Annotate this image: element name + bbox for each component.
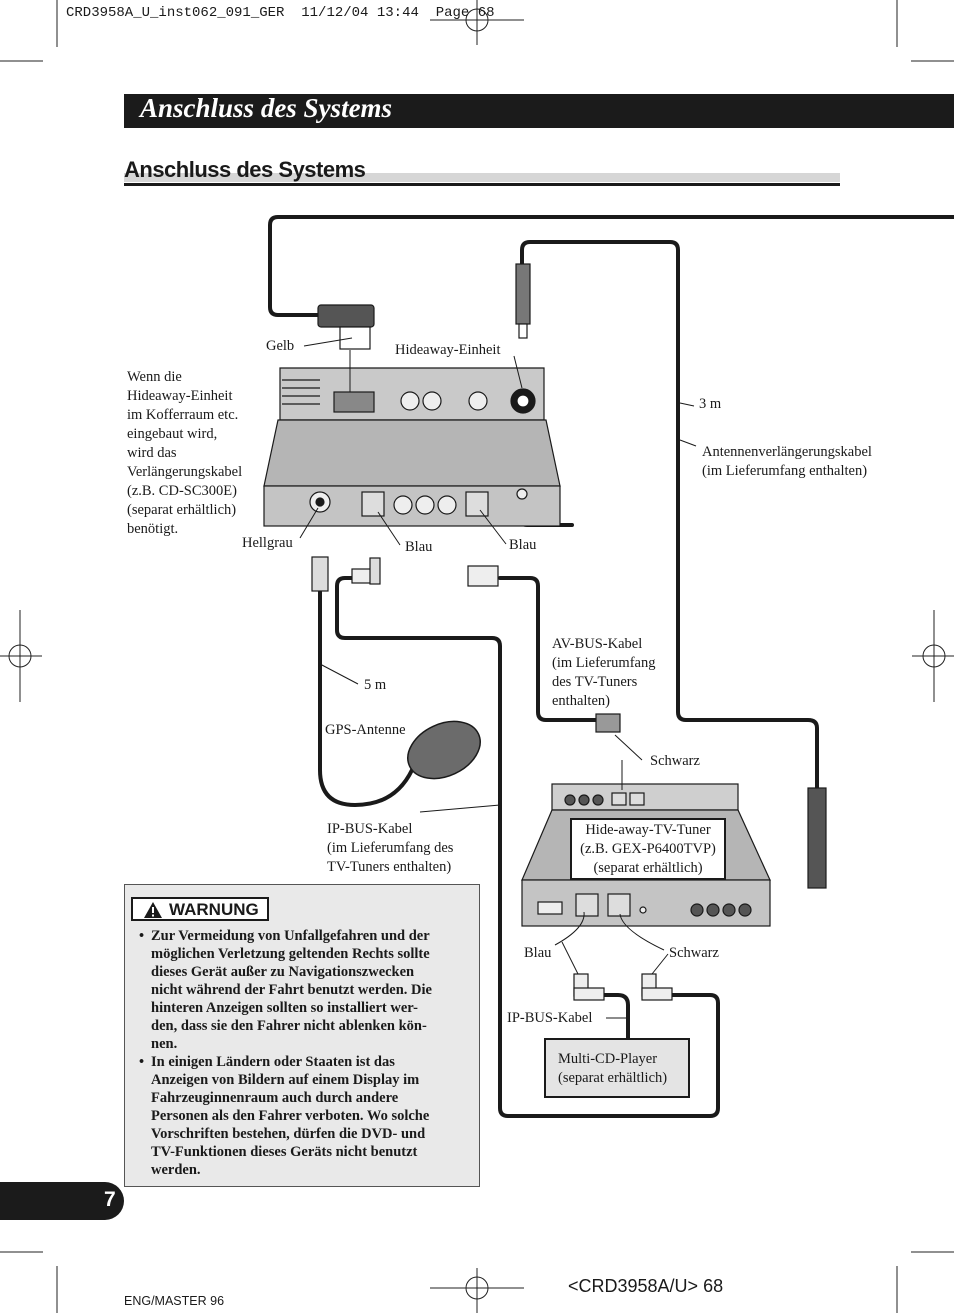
label-gelb: Gelb: [266, 338, 295, 354]
tv-tuner-label-box: Hide-away-TV-Tuner (z.B. GEX-P6400TVP) (…: [570, 818, 726, 880]
warning-line: dieses Gerät außer zu Navigationszwecken: [151, 964, 415, 980]
page-number: 7: [104, 1188, 116, 1211]
warning-line: hinteren Anzeigen sollten so installiert…: [151, 1000, 419, 1016]
label-schwarz-2: Schwarz: [669, 945, 719, 961]
antenna-ext-line: (im Lieferumfang enthalten): [702, 463, 868, 479]
hideaway-unit: [263, 367, 561, 527]
avbus-cable: [498, 576, 598, 722]
warning-heading: WARNUNG: [169, 900, 259, 919]
ipbus-line: IP-BUS-Kabel: [327, 821, 413, 837]
warning-line: Anzeigen von Bildern auf einem Display i…: [151, 1072, 420, 1088]
warning-line: möglichen Verletzung geltenden Rechts so…: [151, 946, 430, 962]
warning-line: In einigen Ländern oder Staaten ist das: [151, 1054, 395, 1070]
section-bar: [124, 173, 840, 182]
yellow-connector: [317, 304, 375, 328]
antenna-extension-cable: [520, 240, 819, 792]
footer-right: <CRD3958A/U> 68: [568, 1276, 724, 1296]
ipbus-cable-to-cd: [602, 993, 630, 1042]
avbus-line: (im Lieferumfang: [552, 655, 656, 671]
slug-file: CRD3958A_U_inst062_091_GER: [66, 5, 285, 21]
slug-time: 13:44: [376, 5, 419, 21]
hideaway-note: Wenn die Hideaway-Einheit im Kofferraum …: [127, 368, 242, 539]
label-avbus: AV-BUS-Kabel (im Lieferumfang des TV-Tun…: [552, 635, 655, 711]
warning-line: Fahrzeuginnenraum auch durch andere: [151, 1090, 399, 1106]
label-blau-1: Blau: [405, 539, 433, 555]
label-blau-3: Blau: [524, 945, 552, 961]
avbus-line: AV-BUS-Kabel: [552, 636, 643, 652]
gps-cable: [318, 590, 414, 807]
tuner-line: (z.B. GEX-P6400TVP): [580, 841, 716, 857]
print-slug: CRD3958A_U_inst062_091_GER 11/12/04 13:4…: [66, 5, 495, 21]
warning-triangle-icon: [144, 902, 162, 918]
warning-line: TV-Funktionen dieses Geräts nicht benutz…: [151, 1144, 418, 1160]
avbus-line: enthalten): [552, 693, 610, 709]
section-heading: Anschluss des Systems: [124, 157, 840, 187]
warning-line: Vorschriften bestehen, dürfen die DVD- u…: [151, 1126, 426, 1142]
blue-plug-2: [467, 565, 499, 587]
tuner-line: (separat erhältlich): [593, 860, 703, 876]
warning-line: nicht während der Fahrt benutzt werden. …: [151, 982, 432, 998]
note-line: (separat erhältlich): [127, 502, 237, 518]
cd-player-box: Multi-CD-Player (separat erhältlich): [544, 1038, 690, 1098]
note-line: wird das: [127, 445, 177, 461]
warning-heading-box: WARNUNG: [131, 897, 269, 921]
section-rule: [124, 183, 840, 186]
ipbus-line: (im Lieferumfang des: [327, 840, 454, 856]
lightgrey-plug: [311, 556, 329, 592]
warning-line: den, dass sie den Fahrer nicht ablenken …: [151, 1018, 427, 1034]
note-line: Hideaway-Einheit: [127, 388, 233, 404]
label-hideaway-einheit: Hideaway-Einheit: [395, 342, 501, 358]
footer-left: ENG/MASTER 96: [124, 1294, 225, 1308]
slug-date: 11/12/04: [301, 5, 369, 21]
label-schwarz-1: Schwarz: [650, 753, 700, 769]
avbus-line: des TV-Tuners: [552, 674, 638, 690]
section-title: Anschluss des Systems: [124, 157, 366, 182]
warning-item: Zur Vermeidung von Unfallgefahren und de…: [139, 927, 473, 1053]
cd-line: (separat erhältlich): [558, 1070, 668, 1086]
ipbus-cable-to-tuner: [335, 576, 622, 1118]
warning-line: nen.: [151, 1036, 178, 1052]
note-line: eingebaut wird,: [127, 426, 218, 442]
note-line: benötigt.: [127, 521, 179, 537]
warning-item: In einigen Ländern oder Staaten ist das …: [139, 1053, 473, 1179]
label-ipbus-1: IP-BUS-Kabel (im Lieferumfang des TV-Tun…: [327, 820, 453, 877]
chapter-banner: Anschluss des Systems: [124, 93, 954, 128]
label-3m: 3 m: [699, 396, 722, 412]
tuner-line: Hide-away-TV-Tuner: [585, 822, 711, 838]
label-5m: 5 m: [364, 677, 387, 693]
label-antenna-extension: Antennenverlängerungskabel (im Lieferumf…: [702, 443, 872, 481]
antenna-plug: [515, 263, 531, 325]
warning-line: Zur Vermeidung von Unfallgefahren und de…: [151, 928, 430, 944]
extension-cable: [268, 215, 954, 317]
warning-box: WARNUNG Zur Vermeidung von Unfallgefahre…: [124, 884, 480, 1187]
warning-line: werden.: [151, 1162, 201, 1178]
slug-page-num: 68: [477, 5, 495, 21]
black-plug: [595, 713, 621, 733]
warning-line: Personen als den Fahrer verboten. Wo sol…: [151, 1108, 430, 1124]
gps-antenna-body: [407, 720, 481, 780]
cd-return-cable: [618, 993, 720, 1118]
slug-page-word: Page: [435, 5, 470, 21]
page-number-tab: 7: [0, 1182, 124, 1220]
label-gps-antenne: GPS-Antenne: [325, 722, 406, 738]
note-line: im Kofferraum etc.: [127, 407, 239, 423]
label-blau-2: Blau: [509, 537, 537, 553]
antenna-ext-line: Antennenverlängerungskabel: [702, 444, 872, 460]
ipbus-line: TV-Tuners enthalten): [327, 859, 452, 875]
chapter-title: Anschluss des Systems: [140, 93, 393, 123]
note-line: (z.B. CD-SC300E): [127, 483, 237, 499]
warning-text: Zur Vermeidung von Unfallgefahren und de…: [139, 927, 473, 1179]
label-hellgrau: Hellgrau: [242, 535, 293, 551]
note-line: Wenn die: [127, 369, 182, 385]
label-ipbus-2: IP-BUS-Kabel: [507, 1010, 593, 1026]
note-line: Verlängerungskabel: [127, 464, 243, 480]
cd-line: Multi-CD-Player: [558, 1051, 658, 1067]
antenna-tip: [807, 787, 827, 889]
